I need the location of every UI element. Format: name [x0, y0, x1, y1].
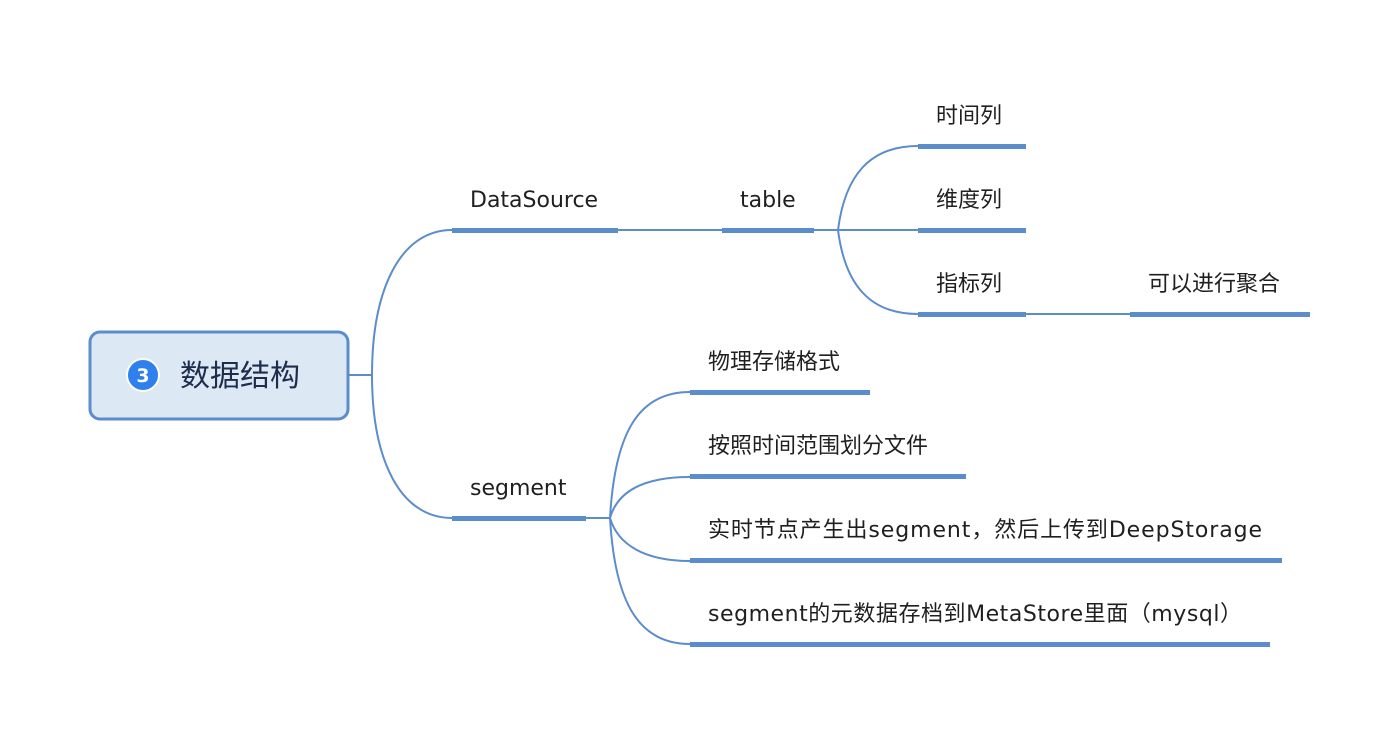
connectors	[348, 145, 1130, 645]
topic-time-column-label: 时间列	[936, 104, 1002, 129]
connector-segment-realtime	[609, 517, 691, 562]
central-topic-box	[88, 330, 350, 421]
topic-dimension-column-underline	[918, 228, 1026, 233]
topic-datasource[interactable]: DataSource	[452, 188, 618, 233]
topic-physical-storage-format[interactable]: 物理存储格式	[690, 350, 870, 395]
connector-segment-physical-format	[586, 391, 691, 519]
topic-datasource-underline	[452, 228, 618, 233]
topic-metadata-archive-label: segment的元数据存档到MetaStore里面（mysql）	[708, 602, 1242, 627]
topic-table[interactable]: table	[722, 188, 814, 233]
topic-table-underline	[722, 228, 814, 233]
connector-segment-metadata	[609, 517, 691, 645]
topic-partition-by-time-label: 按照时间范围划分文件	[708, 434, 928, 459]
topic-metric-column-underline	[918, 312, 1026, 317]
topic-partition-by-time-underline	[690, 474, 966, 479]
topic-table-label: table	[740, 188, 796, 213]
number-badge-icon	[126, 358, 160, 392]
connector-segment-partition	[609, 476, 691, 519]
topic-datasource-label: DataSource	[470, 188, 598, 213]
connector-root-datasource	[348, 229, 453, 376]
topic-physical-storage-format-underline	[690, 390, 870, 395]
topic-segment[interactable]: segment	[452, 476, 586, 521]
topic-metric-column[interactable]: 指标列	[918, 272, 1026, 317]
topic-partition-by-time[interactable]: 按照时间范围划分文件	[690, 434, 966, 479]
topic-physical-storage-format-label: 物理存储格式	[708, 350, 840, 375]
topic-dimension-column-label: 维度列	[936, 188, 1002, 213]
topic-segment-label: segment	[470, 476, 567, 501]
topic-metric-column-label: 指标列	[936, 272, 1002, 297]
topic-dimension-column[interactable]: 维度列	[918, 188, 1026, 233]
topic-realtime-upload-underline	[690, 558, 1282, 563]
topic-aggregatable[interactable]: 可以进行聚合	[1130, 272, 1310, 317]
topic-segment-underline	[452, 516, 586, 521]
central-topic-label: 数据结构	[180, 359, 300, 394]
topic-aggregatable-label: 可以进行聚合	[1148, 272, 1280, 297]
number-badge-label: 3	[136, 365, 149, 387]
topic-realtime-upload-label: 实时节点产生出segment，然后上传到DeepStorage	[708, 518, 1262, 543]
connector-table-metric-column	[837, 229, 919, 315]
central-topic[interactable]: 3 数据结构	[88, 330, 350, 421]
topic-metadata-archive-underline	[690, 642, 1270, 647]
topic-time-column[interactable]: 时间列	[918, 104, 1026, 149]
connector-table-time-column	[814, 145, 919, 231]
topic-time-column-underline	[918, 144, 1026, 149]
topic-metadata-archive[interactable]: segment的元数据存档到MetaStore里面（mysql）	[690, 602, 1270, 647]
topic-realtime-upload[interactable]: 实时节点产生出segment，然后上传到DeepStorage	[690, 518, 1282, 563]
topic-aggregatable-underline	[1130, 312, 1310, 317]
connector-root-segment	[348, 374, 453, 519]
